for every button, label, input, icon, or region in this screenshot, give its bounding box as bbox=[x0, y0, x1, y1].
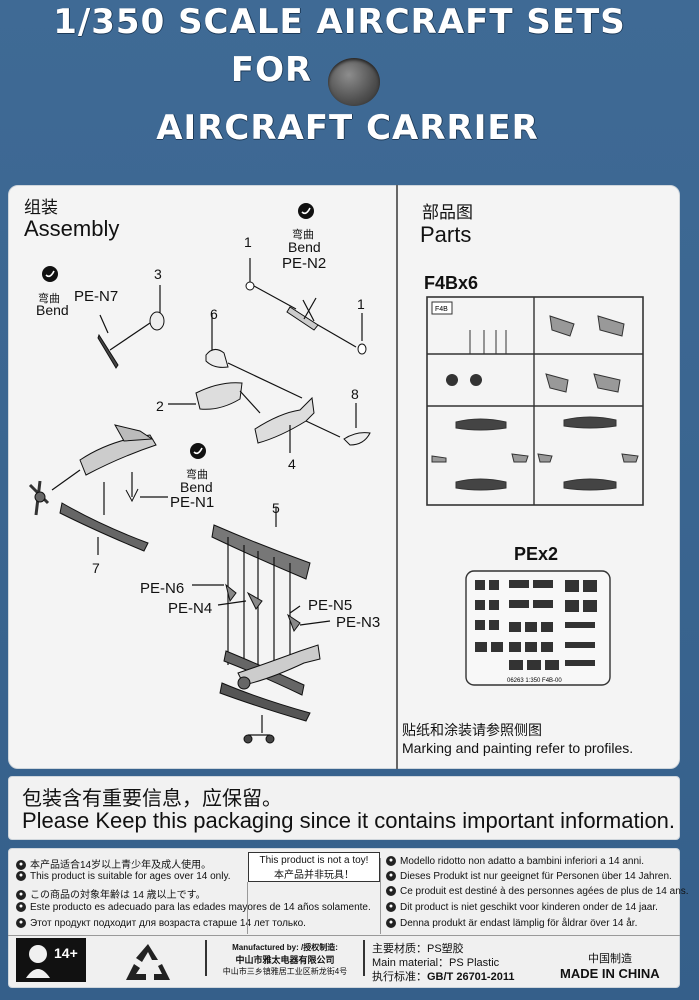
divider bbox=[247, 882, 248, 934]
bend-icon bbox=[190, 443, 206, 459]
pe-n1-label: PE-N1 bbox=[170, 494, 215, 511]
warning-line: ●本产品适合14岁以上青少年及成人使用。 bbox=[16, 856, 211, 871]
parts-title-en: Parts bbox=[420, 222, 472, 247]
pe-sheet-code: 06263 1:350 F4B-00 bbox=[507, 678, 562, 684]
notice-zh: 包装含有重要信息，应保留。 bbox=[22, 788, 282, 810]
warning-line: ●Denna produkt är endast lämplig för åld… bbox=[386, 918, 637, 929]
pe-n5-label: PE-N5 bbox=[308, 597, 353, 614]
bend-label-zh: 弯曲 bbox=[38, 293, 60, 305]
warning-line: ●Modello ridotto non adatto a bambini in… bbox=[386, 856, 644, 867]
pe-n3-label: PE-N3 bbox=[336, 614, 381, 631]
assembly-title-en: Assembly bbox=[24, 216, 120, 241]
pe-sheet-diagram: 06263 1:350 F4B-00 bbox=[465, 570, 611, 686]
bend-label-zh: 弯曲 bbox=[186, 469, 208, 481]
pe-n4-label: PE-N4 bbox=[168, 600, 213, 617]
manufacturer-name: 中山市雅太电器有限公司 bbox=[235, 955, 335, 965]
parts-title-zh: 部品图 bbox=[422, 203, 473, 222]
part-number-8: 8 bbox=[351, 386, 359, 402]
manufacturer-box: Manufactured by: /授权制造: 中山市雅太电器有限公司 中山市三… bbox=[205, 940, 365, 976]
part-number-1: 1 bbox=[244, 234, 252, 250]
not-a-toy-en: This product is not a toy! bbox=[259, 855, 369, 866]
not-a-toy-zh: 本产品并非玩具！ bbox=[274, 870, 354, 881]
pe-sheet-heading: PEx2 bbox=[514, 544, 559, 564]
warning-line: ●This product is suitable for ages over … bbox=[16, 871, 230, 882]
part-number-4: 4 bbox=[288, 456, 296, 472]
panel-divider bbox=[396, 185, 398, 769]
part-number-7: 7 bbox=[92, 560, 100, 576]
warning-line: ●Этот продукт подходит для возраста стар… bbox=[16, 918, 306, 929]
pe-n7-label: PE-N7 bbox=[74, 288, 119, 305]
standard-code: 执行标准：GB/T 26701-2011 bbox=[372, 971, 515, 983]
warning-line: ●Este producto es adecuado para las edad… bbox=[16, 902, 371, 913]
sprue-f4b-diagram: F4B bbox=[426, 296, 644, 506]
manufacturer-address: 中山市三乡镇雅居工业区新龙街4号 bbox=[222, 967, 348, 976]
origin-en: MADE IN CHINA bbox=[560, 966, 660, 981]
header-line-2: FOR bbox=[230, 50, 313, 90]
bend-icon bbox=[42, 266, 58, 282]
warning-line: ●Ce produit est destiné à des personnes … bbox=[386, 886, 689, 897]
not-a-toy-box: This product is not a toy! 本产品并非玩具！ bbox=[248, 852, 380, 882]
bend-label-en: Bend bbox=[288, 239, 321, 255]
notice-en: Please Keep this packaging since it cont… bbox=[22, 808, 676, 833]
material-en: Main material：PS Plastic bbox=[372, 957, 500, 969]
hang-hole bbox=[328, 58, 380, 106]
part-number-2: 2 bbox=[156, 398, 164, 414]
bend-label-zh: 弯曲 bbox=[292, 229, 314, 241]
header-line-3: AIRCRAFT CARRIER bbox=[156, 108, 539, 148]
marking-note-en: Marking and painting refer to profiles. bbox=[402, 740, 634, 756]
warning-line: ●Dieses Produkt ist nur geeignet für Per… bbox=[386, 871, 672, 882]
pe-n6-label: PE-N6 bbox=[140, 580, 185, 597]
divider bbox=[8, 935, 680, 936]
bend-icon bbox=[298, 203, 314, 219]
bend-label-en: Bend bbox=[180, 479, 213, 495]
part-number-3: 3 bbox=[154, 266, 162, 282]
sprue-f4b-heading: F4Bx6 bbox=[424, 273, 479, 293]
recycle-icon bbox=[126, 944, 170, 980]
notice-panel bbox=[8, 776, 680, 840]
manufacturer-label: Manufactured by: /授权制造: bbox=[232, 943, 338, 952]
marking-note-zh: 贴纸和涂装请参照侧图 bbox=[402, 722, 542, 738]
part-number-1: 1 bbox=[357, 296, 365, 312]
assembly-diagram bbox=[28, 258, 371, 744]
warning-line: ●この商品の対象年齢は 14 歳以上です。 bbox=[16, 886, 206, 901]
age-warning-icon: 14+ bbox=[16, 938, 86, 982]
divider bbox=[380, 858, 381, 934]
assembly-title-zh: 组装 bbox=[24, 198, 58, 217]
header-line-1: 1/350 SCALE AIRCRAFT SETS bbox=[53, 2, 626, 42]
sprue-tag: F4B bbox=[435, 306, 448, 313]
warning-line: ●Dit product is niet geschikt voor kinde… bbox=[386, 902, 658, 913]
material-zh: 主要材质：PS塑胶 bbox=[372, 943, 464, 955]
age-badge-text: 14+ bbox=[54, 945, 78, 961]
pe-n2-label: PE-N2 bbox=[282, 255, 327, 272]
origin-zh: 中国制造 bbox=[588, 953, 632, 965]
bend-label-en: Bend bbox=[36, 302, 69, 318]
part-number-6: 6 bbox=[210, 306, 218, 322]
